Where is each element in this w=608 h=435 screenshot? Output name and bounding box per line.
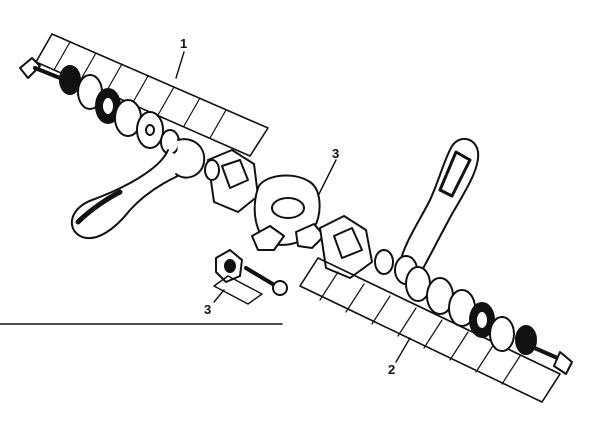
set-bolt bbox=[244, 266, 288, 296]
center-bracket bbox=[251, 174, 325, 251]
left-group-panel bbox=[35, 33, 269, 157]
right-washers bbox=[405, 266, 537, 355]
right-shaft-dog bbox=[319, 215, 394, 279]
leader-lines bbox=[175, 51, 411, 363]
right-bolt bbox=[528, 344, 573, 375]
right-crank-arm bbox=[394, 137, 480, 285]
left-crank-arm bbox=[70, 138, 206, 240]
callout-1: 1 bbox=[180, 36, 187, 51]
left-shaft-dog bbox=[204, 149, 259, 213]
callout-3-lower: 3 bbox=[204, 302, 211, 317]
callout-2: 2 bbox=[388, 362, 395, 377]
left-washers bbox=[59, 65, 180, 155]
set-nut bbox=[215, 249, 243, 283]
set-parts-panel bbox=[213, 275, 263, 305]
callout-3-upper: 3 bbox=[332, 146, 339, 161]
right-group-panel bbox=[299, 257, 561, 403]
